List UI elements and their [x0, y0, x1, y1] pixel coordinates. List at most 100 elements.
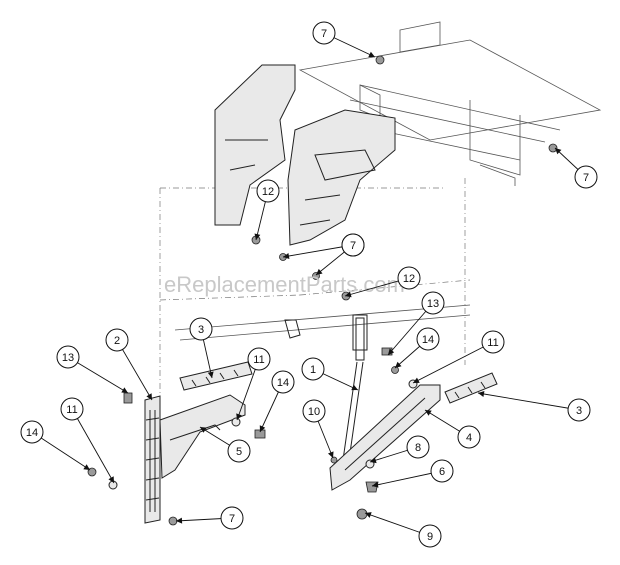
callout-number: 7	[350, 240, 356, 252]
callout-8: 8	[369, 435, 430, 464]
leader-arrowhead	[327, 451, 334, 458]
callout-circle	[567, 398, 591, 422]
leader-arrowhead	[121, 387, 128, 393]
leader-line	[116, 339, 153, 401]
leader-arrowhead	[425, 410, 432, 416]
leader-line	[371, 470, 443, 487]
callout-number: 7	[321, 28, 327, 40]
leader-line	[71, 408, 115, 484]
callout-circle	[271, 370, 295, 394]
hardware	[87, 55, 558, 526]
leader-arrowhead	[365, 512, 372, 518]
callout-number: 14	[277, 377, 289, 389]
leader-arrowhead	[372, 481, 379, 488]
callout-number: 11	[66, 404, 77, 416]
callout-7: 7	[175, 506, 244, 530]
callout-number: 12	[403, 273, 415, 285]
callout-circle	[60, 397, 84, 421]
callout-number: 10	[308, 406, 320, 418]
callout-number: 3	[198, 324, 204, 336]
callout-10: 10	[302, 399, 334, 459]
callout-circle	[418, 524, 442, 548]
leader-arrowhead	[176, 517, 183, 524]
leader-line	[412, 341, 494, 384]
callout-2: 2	[105, 328, 153, 401]
callout-14: 14	[259, 370, 295, 433]
callout-circle	[227, 439, 251, 463]
callout-number: 2	[114, 335, 120, 347]
callout-circle	[406, 435, 430, 459]
leader-arrowhead	[236, 413, 242, 420]
leader-arrowhead	[259, 425, 266, 432]
callout-9: 9	[364, 512, 442, 548]
mower-frame	[159, 21, 602, 405]
leader-arrowhead	[146, 393, 152, 400]
callout-circle	[397, 266, 421, 290]
callout-circle	[256, 179, 280, 203]
callout-circle	[457, 425, 481, 449]
right-lift-assembly	[329, 314, 498, 491]
callout-number: 3	[576, 405, 582, 417]
callout-circle	[56, 345, 80, 369]
leader-arrowhead	[395, 361, 402, 368]
leader-arrowhead	[478, 391, 485, 397]
callout-number: 12	[262, 186, 274, 198]
callout-circle	[312, 21, 336, 45]
leader-arrowhead	[83, 464, 90, 470]
leader-arrowhead	[413, 377, 420, 383]
callout-circle	[105, 328, 129, 352]
leader-arrowhead	[351, 384, 358, 391]
callout-number: 7	[229, 513, 235, 525]
callout-layer: 771277121314112313111411114103485679	[20, 21, 598, 548]
callout-12: 12	[344, 266, 421, 298]
callout-7: 7	[315, 233, 365, 276]
callout-6: 6	[371, 459, 454, 488]
callout-11: 11	[60, 397, 115, 484]
callout-12: 12	[254, 179, 280, 241]
callout-circle	[220, 506, 244, 530]
callout-1: 1	[301, 357, 359, 391]
callout-circle	[421, 291, 445, 315]
callout-circle	[20, 420, 44, 444]
leader-arrowhead	[108, 476, 114, 483]
callout-number: 8	[415, 442, 421, 454]
callout-number: 1	[310, 364, 316, 376]
callout-5: 5	[199, 426, 251, 463]
callout-number: 6	[439, 466, 445, 478]
callout-number: 11	[487, 337, 498, 349]
leader-line	[477, 392, 580, 411]
callout-number: 13	[427, 298, 439, 310]
callout-number: 14	[422, 334, 434, 346]
watermark-text: eReplacementParts.com	[164, 272, 405, 297]
callout-number: 4	[466, 432, 472, 444]
leader-line	[67, 356, 129, 394]
callout-circle	[341, 233, 365, 257]
callout-7: 7	[554, 147, 598, 189]
callout-circle	[302, 399, 326, 423]
callout-circle	[301, 357, 325, 381]
callout-number: 5	[236, 446, 242, 458]
leader-arrowhead	[283, 253, 290, 259]
callout-14: 14	[20, 420, 91, 471]
leader-arrowhead	[200, 427, 207, 433]
leader-arrowhead	[254, 233, 261, 240]
callout-11: 11	[412, 330, 505, 384]
callout-3: 3	[189, 317, 214, 379]
callout-number: 7	[583, 172, 589, 184]
leader-arrowhead	[207, 371, 214, 378]
leader-line	[282, 244, 354, 258]
callout-number: 13	[62, 352, 74, 364]
callout-7: 7	[312, 21, 376, 58]
leader-line	[31, 431, 91, 471]
callout-number: 9	[427, 531, 433, 543]
callout-circle	[189, 317, 213, 341]
callout-11: 11	[236, 347, 271, 421]
leader-arrowhead	[370, 457, 377, 464]
callout-13: 13	[387, 291, 445, 356]
callout-circle	[430, 459, 454, 483]
callout-13: 13	[56, 345, 129, 394]
leader-arrowhead	[316, 268, 323, 275]
callout-circle	[416, 327, 440, 351]
